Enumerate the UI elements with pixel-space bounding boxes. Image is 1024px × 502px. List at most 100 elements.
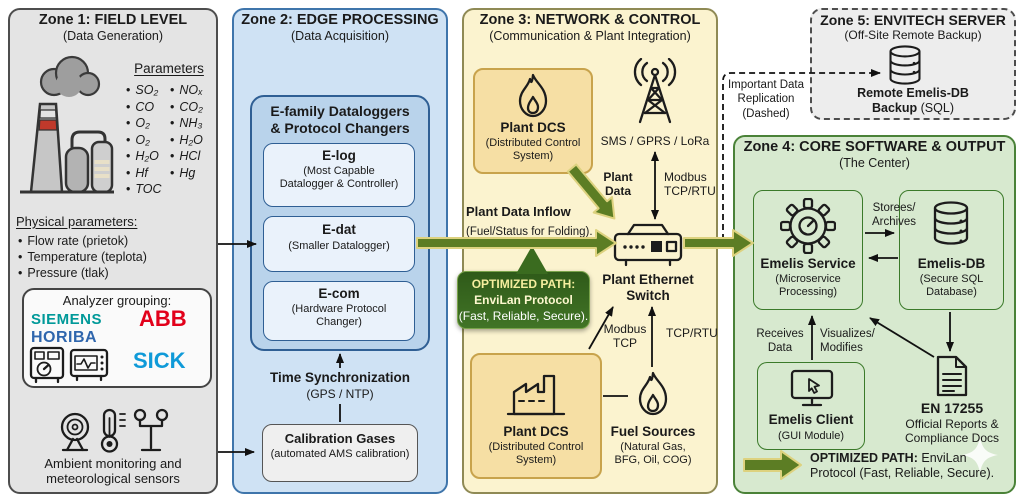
flame-icon: [510, 72, 556, 122]
horiba-logo: HORIBA: [31, 329, 98, 346]
report-desc-line1: Official Reports &: [905, 417, 999, 431]
fuel-sources-desc: (Natural Gas, BFG, Oil, COG): [598, 441, 708, 467]
remote-db-caption: Remote Emelis-DB Backup (SQL): [812, 86, 1014, 116]
emelis-db-node: [899, 190, 1004, 310]
ecom-desc: (Hardware Protocol Changer): [263, 303, 415, 329]
efamily-title-line2: & Protocol Changers: [270, 119, 410, 136]
emelis-client-node: [757, 362, 865, 450]
callout-line3: (Fast, Reliable, Secure).: [458, 308, 589, 323]
optimized-path-callout: OPTIMIZED PATH: EnviLan Protocol (Fast, …: [457, 271, 590, 329]
visualizes-line1: Visualizes/: [820, 328, 875, 340]
switch-label-line2: Switch: [626, 287, 670, 303]
plant-data-line2: Data: [604, 184, 631, 199]
analyzer-devices-icon: [29, 346, 115, 386]
fuel-desc-line1: (Natural Gas,: [620, 441, 686, 453]
fuel-desc-line2: BFG, Oil, COG): [614, 453, 692, 466]
ambient-caption: Ambient monitoring and meteorological se…: [8, 456, 218, 487]
ecom-desc-line2: Changer): [316, 315, 362, 328]
zone2-title: Zone 2: EDGE PROCESSING: [241, 12, 439, 28]
emelis-service-name: Emelis Service: [760, 256, 856, 271]
parameter-item: O₂: [126, 115, 162, 132]
legend-text: OPTIMIZED PATH: EnviLan Protocol (Fast, …: [810, 451, 994, 481]
parameter-item: Hf: [126, 165, 162, 182]
db-desc-line1: (Secure SQL: [919, 273, 984, 285]
parameter-item: NOₓ: [170, 82, 203, 99]
stores-line1: Storees/: [872, 202, 916, 214]
legend-rest: EnviLan: [921, 451, 967, 465]
plant-dcs-bottom-name: Plant DCS: [503, 424, 569, 439]
factory-smokestack-icon: [14, 50, 120, 200]
document-icon: [934, 354, 970, 398]
ambient-sensors-icons: [58, 406, 170, 456]
antenna-icon: [622, 58, 688, 132]
service-desc-line1: (Microservice: [775, 273, 841, 285]
plant-dcs-bottom-node: [470, 353, 602, 479]
ethernet-switch-icon: [612, 222, 684, 270]
elog-desc-line2: Datalogger & Controller): [279, 177, 399, 190]
zone3-subtitle: (Communication & Plant Integration): [489, 29, 691, 43]
plant-dcs-top-desc-line1: (Distributed Control: [485, 137, 581, 149]
parameters-col2: NOₓ CO₂ NH₃ H₂O HCl Hg: [170, 82, 203, 181]
legend-bold: OPTIMIZED PATH:: [810, 451, 918, 465]
ecom-node: [263, 281, 415, 341]
plant-dcs-bottom-desc-line1: (Distributed Control: [488, 441, 584, 453]
elog-desc-line1: (Most Capable: [303, 165, 375, 177]
parameters-col1: SO₂ CO O₂ O₂ H₂O Hf TOC: [126, 82, 162, 198]
plant-data-inflow-label: Plant Data Inflow (Fuel/Status for Foldi…: [466, 203, 593, 241]
physical-item: Temperature (teplota): [18, 249, 147, 265]
parameters-heading: Parameters: [134, 61, 204, 76]
modbus-rtu-label: Modbus TCP/RTU: [664, 170, 716, 198]
parameter-item: SO₂: [126, 82, 162, 99]
callout-line1: OPTIMIZED PATH:: [471, 277, 576, 291]
zone1-subtitle: (Data Generation): [62, 29, 164, 43]
factory-icon: [504, 368, 568, 420]
service-desc-line2: Processing): [778, 285, 838, 298]
ambient-caption-line1: Ambient monitoring and: [44, 456, 182, 471]
parameter-item: NH₃: [170, 115, 203, 132]
plant-dcs-top-name: Plant DCS: [500, 120, 566, 135]
receives-line1: Receives: [756, 328, 804, 340]
edat-node: [263, 216, 415, 272]
gear-icon: [780, 198, 836, 254]
parameter-item: TOC: [126, 181, 161, 198]
emelis-client-desc: (GUI Module): [777, 430, 845, 442]
switch-label-line1: Plant Ethernet: [602, 272, 694, 287]
parameter-item: CO: [126, 99, 162, 116]
zone4-subtitle: (The Center): [839, 156, 910, 170]
visualizes-line2: Modifies: [820, 341, 863, 354]
zone3-title: Zone 3: NETWORK & CONTROL: [479, 12, 701, 28]
monitor-cursor-icon: [789, 368, 835, 410]
replication-note-line3: (Dashed): [742, 107, 790, 120]
modbus-tcp-label: Modbus TCP: [598, 322, 652, 350]
parameter-item: H₂O: [126, 148, 162, 165]
legend-line2: Protocol (Fast, Reliable, Secure).: [810, 465, 995, 480]
parameter-item: CO₂: [170, 99, 203, 116]
replication-note: Important Data Replication (Dashed): [724, 78, 808, 121]
zone4-title: Zone 4: CORE SOFTWARE & OUTPUT: [743, 139, 1006, 155]
ecom-name: E-com: [318, 286, 360, 301]
parameter-item: H₂O: [170, 132, 203, 149]
modbus-tcp-line2: TCP: [613, 336, 637, 351]
abb-logo: ABB: [139, 306, 187, 331]
report-desc-line2: Compliance Docs: [904, 431, 1000, 446]
zone5-title: Zone 5: ENVITECH SERVER: [820, 12, 1006, 28]
visualizes-modifies-label: Visualizes/ Modifies: [820, 328, 875, 355]
edat-name: E-dat: [322, 222, 356, 237]
tcp-rtu-label: TCP/RTU: [666, 326, 718, 340]
receives-line2: Data: [767, 341, 793, 354]
replication-note-line2: Replication: [737, 93, 795, 106]
receives-data-label: Receives Data: [754, 328, 806, 355]
plant-dcs-top-node: [473, 68, 593, 174]
siemens-logo: SIEMENS: [31, 311, 103, 328]
sick-logo: SICK: [133, 348, 186, 373]
analyzer-heading: Analyzer grouping:: [62, 293, 172, 308]
parameter-item: HCl: [170, 148, 203, 165]
zone5-subtitle: (Off-Site Remote Backup): [844, 28, 982, 42]
analyzer-grouping-box: [22, 288, 212, 388]
timesync-title: Time Synchronization: [269, 370, 411, 385]
report-desc: Official Reports & Compliance Docs: [896, 417, 1008, 445]
elog-name: E-log: [322, 148, 356, 163]
zone1-title: Zone 1: FIELD LEVEL: [38, 12, 188, 28]
plant-data-label: Plant Data: [596, 170, 640, 198]
